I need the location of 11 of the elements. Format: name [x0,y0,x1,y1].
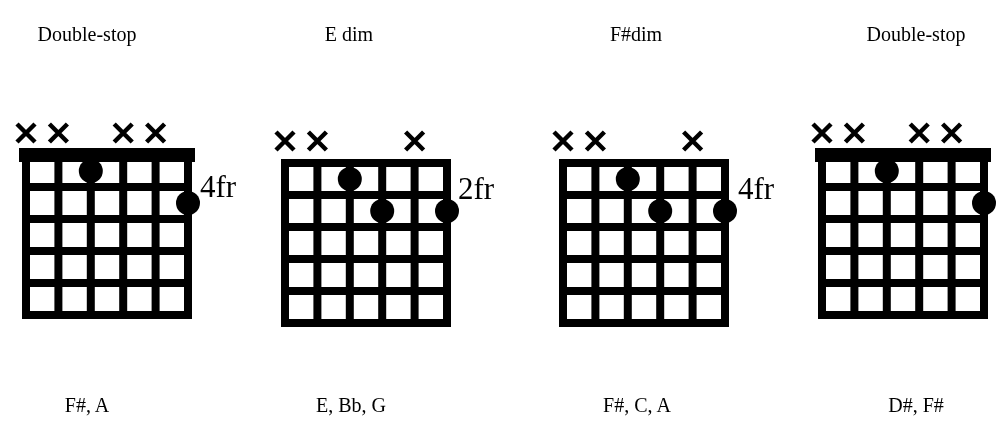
chord-name: F#dim [609,22,663,46]
note-names: F#, A [64,393,110,417]
chord-name: E dim [324,22,374,46]
fret-number: 4fr [200,170,237,204]
chord-name: Double-stop [37,22,137,46]
note-names: E, Bb, G [316,393,386,417]
chord-name: Double-stop [866,22,966,46]
note-names: F#, C, A [603,393,671,417]
note-names: D#, F# [888,393,944,417]
fret-number: 2fr [458,172,495,206]
fret-number: 4fr [738,172,775,206]
